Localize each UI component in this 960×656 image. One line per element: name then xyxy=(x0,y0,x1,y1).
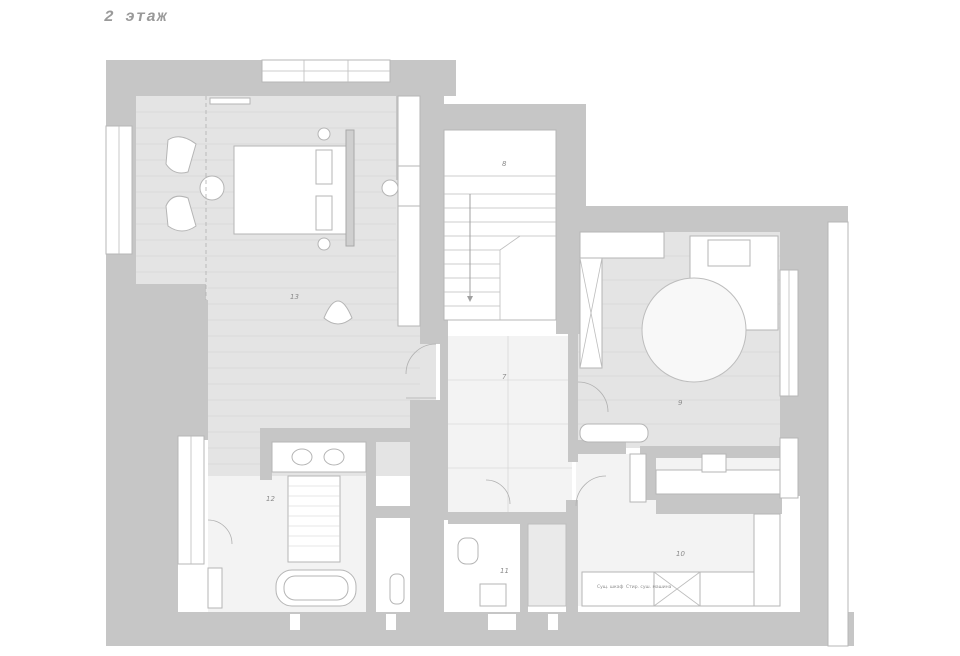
wc-fixtures xyxy=(457,523,567,607)
floor-title: 2 этаж xyxy=(104,8,168,26)
kids-desk xyxy=(655,469,781,495)
staircase xyxy=(443,129,557,321)
side-table xyxy=(381,179,399,197)
room-number-13: 13 xyxy=(290,293,299,301)
kids-wardrobe xyxy=(579,231,665,259)
kids-bench xyxy=(579,423,649,443)
hall-tiles xyxy=(444,336,572,512)
room-number-12: 12 xyxy=(266,495,275,503)
room-number-11: 11 xyxy=(500,567,509,575)
ottoman xyxy=(323,300,353,325)
bedroom-door xyxy=(405,343,437,375)
bathroom-fixtures xyxy=(207,441,405,609)
bedroom-dresser xyxy=(397,165,421,207)
round-rug xyxy=(641,277,747,383)
room-number-10: 10 xyxy=(676,550,685,558)
room-number-7: 7 xyxy=(502,373,507,381)
bedroom-wardrobe xyxy=(397,95,421,167)
master-bed xyxy=(233,127,355,251)
label-closet: Сущ. шкаф xyxy=(597,584,623,590)
bedroom-closet xyxy=(397,205,421,327)
windows xyxy=(105,59,849,647)
label-washer: Стир. суш. машина xyxy=(626,584,672,590)
radiator xyxy=(209,97,251,105)
laundry-fixtures xyxy=(581,453,781,607)
desk-chair xyxy=(701,453,727,473)
room-number-9: 9 xyxy=(678,399,683,407)
room-number-8: 8 xyxy=(502,160,507,168)
